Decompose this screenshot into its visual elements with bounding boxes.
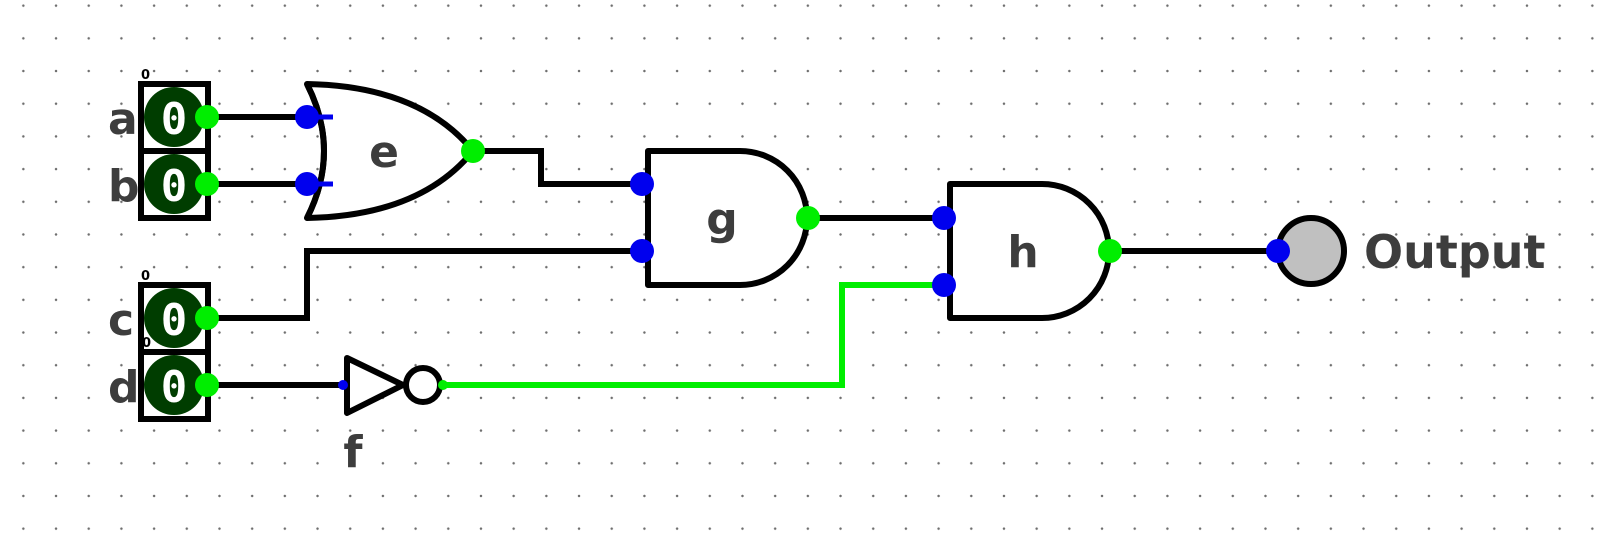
input-c-label: c (108, 295, 134, 346)
input-a-label: a (108, 94, 138, 145)
input-switch-c[interactable]: 0 0 (138, 269, 211, 355)
input-c-tag: 0 (141, 269, 150, 284)
not-gate-f[interactable] (344, 355, 443, 416)
input-switch-d[interactable]: 0 0 (138, 336, 211, 422)
pin-h-out[interactable] (1098, 239, 1122, 263)
gate-e-label: e (369, 127, 399, 178)
pin-h-in-2[interactable] (932, 273, 956, 297)
pin-e-in-2[interactable] (295, 172, 319, 196)
pin-g-in-2[interactable] (630, 239, 654, 263)
pin-e-in-1[interactable] (295, 105, 319, 129)
pin-e-out[interactable] (461, 139, 485, 163)
input-switch-b[interactable]: 0 (138, 148, 211, 221)
gate-g-label: g (706, 194, 738, 245)
pin-a-out[interactable] (195, 105, 219, 129)
input-a-tag: 0 (141, 68, 150, 83)
output-label: Output (1364, 225, 1546, 279)
input-b-value: 0 (161, 161, 188, 212)
pin-h-in-1[interactable] (932, 206, 956, 230)
pin-g-out[interactable] (796, 206, 820, 230)
pin-c-out[interactable] (195, 306, 219, 330)
input-b-label: b (108, 161, 140, 212)
input-c-value: 0 (161, 295, 188, 346)
pin-g-in-1[interactable] (630, 172, 654, 196)
input-d-label: d (108, 362, 140, 413)
pin-b-out[interactable] (195, 172, 219, 196)
wire-e-to-g[interactable] (470, 148, 643, 187)
wire-f-to-h[interactable] (438, 282, 943, 388)
gate-f-label: f (343, 427, 363, 478)
pin-output-in[interactable] (1266, 239, 1290, 263)
input-d-value: 0 (161, 362, 188, 413)
input-switch-a[interactable]: 0 0 (138, 68, 211, 154)
pin-f-in[interactable] (338, 380, 348, 390)
pin-d-out[interactable] (195, 373, 219, 397)
gate-h-label: h (1007, 227, 1038, 278)
input-a-value: 0 (161, 94, 188, 145)
input-d-tag: 0 (142, 336, 151, 351)
wire-c-to-g[interactable] (202, 248, 643, 321)
pin-f-out[interactable] (438, 380, 448, 390)
